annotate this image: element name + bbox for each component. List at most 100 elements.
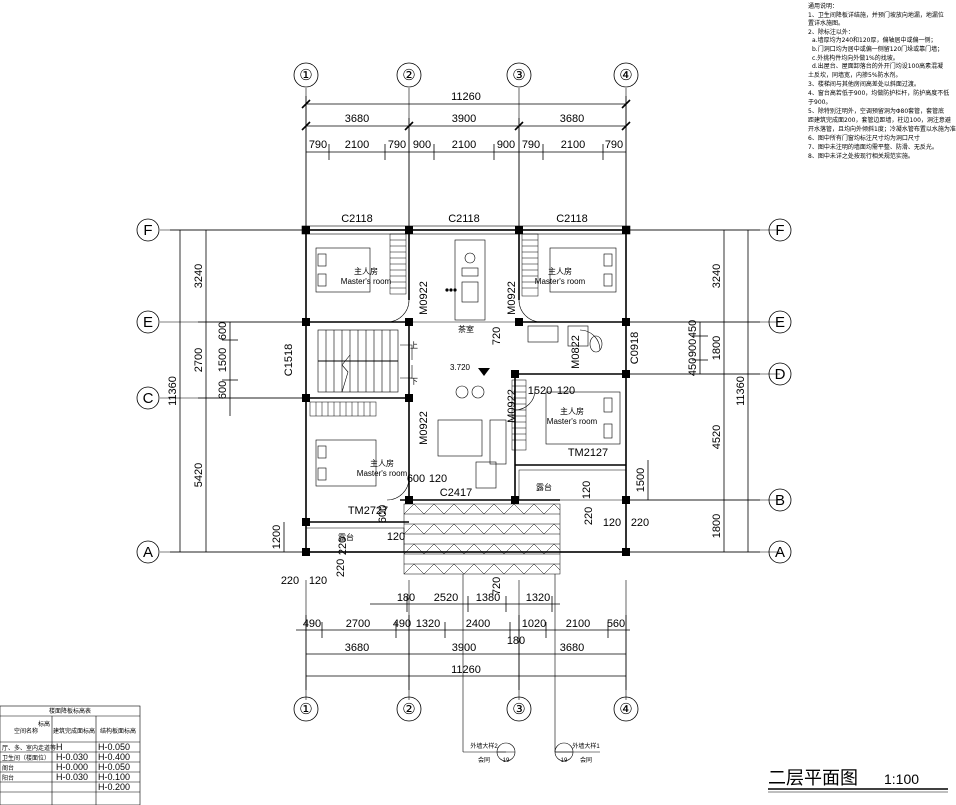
- dim-misc-2: 120: [309, 575, 327, 587]
- dim-top-detail-9: 790: [605, 139, 623, 151]
- axis-col-2-bottom: ②: [402, 701, 415, 718]
- axis-row-b-right: B: [775, 492, 785, 509]
- dim-misc-5: 720: [491, 327, 503, 345]
- plan-scale: 1:100: [884, 771, 919, 787]
- dim-misc-6: 720: [491, 577, 503, 595]
- dim-bottom-mid-1: 3680: [345, 642, 369, 654]
- table-cell: 阁台: [2, 764, 14, 772]
- notes-line: 5、除特别注明外，空调预留洞为Φ80套管，套管底: [808, 107, 944, 115]
- dim-left-outer-2: 2700: [193, 348, 205, 372]
- dim-top-detail-1: 790: [309, 139, 327, 151]
- dim-bottom-2-a: 490: [303, 618, 321, 630]
- axis-col-1-top: ①: [299, 67, 312, 84]
- axis-lines: [160, 88, 780, 700]
- table-cell: 阳台: [2, 774, 14, 782]
- notes-line: d.出屋台、屋面卸落台的外开门均设100高素混凝: [812, 62, 943, 70]
- axis-row-e-right: E: [775, 314, 785, 331]
- staircase: [317, 329, 413, 393]
- door-label-m0822: M0822: [570, 335, 582, 369]
- section-mark-num-2: 19: [503, 758, 510, 764]
- table-header: 标高: [38, 720, 50, 728]
- stair-up-label: 上: [410, 341, 418, 350]
- room-label-zh-2: 主人房: [548, 266, 572, 276]
- dim-left-small: 1200: [271, 525, 283, 549]
- dim-top-detail-5: 2100: [452, 139, 476, 151]
- section-mark-sheet-1: 会同: [580, 756, 592, 764]
- table-cell: H-0.050: [98, 762, 130, 772]
- section-mark-leaders: [462, 574, 600, 753]
- dim-misc-11: 600: [377, 505, 389, 523]
- dim-right-inner-3: 450: [687, 358, 699, 376]
- balcony-label-1: 露台: [338, 532, 354, 542]
- dim-misc-9: 1520: [528, 385, 552, 397]
- notes-line: 6、图中所有门窗均标注尺寸均为洞口尺寸: [808, 134, 920, 142]
- dim-left-inner-2: 1500: [217, 348, 229, 372]
- plan-title: 二层平面图: [768, 768, 858, 789]
- room-label-zh-3: 主人房: [370, 458, 394, 468]
- exterior-walls: [301, 225, 631, 553]
- wardrobes: [309, 233, 539, 451]
- dim-top-detail-8: 2100: [561, 139, 585, 151]
- door-label-m0922-4: M0922: [506, 389, 518, 423]
- dim-top-mid-2: 3900: [452, 113, 476, 125]
- dim-left-total: 11360: [167, 376, 179, 406]
- room-label-en-4: Master's room: [547, 417, 598, 426]
- notes-heading: 通用说明：: [808, 2, 838, 10]
- notes-line: 开水落管，且均向外倾斜1度；冷凝水管布置以水施为准。: [808, 125, 956, 133]
- table-cell: H-0.100: [98, 772, 130, 782]
- door-label-m0922-3: M0922: [418, 411, 430, 445]
- axis-row-c-left: C: [143, 390, 154, 407]
- elevation-table-grid: [0, 705, 141, 805]
- dim-top-mid-1: 3680: [345, 113, 369, 125]
- floor-level-label: 3.720: [450, 363, 471, 372]
- sliding-door-tm2727: TM2727: [348, 505, 388, 517]
- dim-misc-3: 220: [335, 559, 347, 577]
- dim-misc-7: 600: [407, 473, 425, 485]
- table-cell: H-0.030: [56, 752, 88, 762]
- table-title: 楼面降板标高表: [49, 707, 91, 715]
- dim-bottom-2-e: 2400: [466, 618, 490, 630]
- notes-line: 于900。: [808, 99, 831, 106]
- window-label-c1518: C1518: [283, 344, 295, 376]
- room-label-zh-4: 主人房: [560, 406, 584, 416]
- dim-bottom-1-c: 1380: [476, 592, 500, 604]
- section-mark-sheet-2: 会同: [478, 756, 490, 764]
- notes-line: 3、楼梯间与其他房间高差处以斜面过渡。: [808, 80, 920, 88]
- dim-right-outer-2: 1800: [711, 336, 723, 360]
- window-label-c2118-2: C2118: [448, 213, 480, 225]
- bathroom-fixtures: [527, 325, 603, 353]
- table-header: 空间名称: [14, 727, 38, 735]
- dim-misc-17: 220: [337, 537, 349, 555]
- stair-down-label: 下: [410, 377, 418, 386]
- axis-col-4-top: ④: [619, 67, 632, 84]
- dim-right-inner-2: 900: [687, 339, 699, 357]
- table-cell: H-0.400: [98, 752, 130, 762]
- dim-left-inner-3: 600: [217, 381, 229, 399]
- dim-misc-15: 220: [631, 517, 649, 529]
- dim-misc-10: 120: [557, 385, 575, 397]
- room-label-en-2: Master's room: [535, 277, 586, 286]
- dim-bottom-1-d: 1320: [526, 592, 550, 604]
- axis-row-f-left: F: [143, 222, 152, 239]
- dim-misc-16: 120: [581, 481, 593, 499]
- table-header: 结构板面标高: [100, 727, 136, 735]
- notes-line: 置详水施图。: [808, 19, 844, 27]
- elevation-table: 楼面降板标高表 空间名称 标高 建筑完成面标高 结构板面标高 厅、多、室内走道等…: [2, 707, 136, 792]
- axis-bubbles: [136, 62, 792, 722]
- table-cell: H-0.000: [56, 762, 88, 772]
- axis-row-a-right: A: [775, 544, 785, 561]
- dim-bottom-2-b: 2700: [346, 618, 370, 630]
- notes-line: a.墙厚均为240和120厚，偏轴居中或偏一侧；: [812, 36, 937, 44]
- dim-bottom-mid-3: 3680: [560, 642, 584, 654]
- balcony-tiles: [305, 469, 627, 575]
- dim-right-outer-4: 1800: [711, 514, 723, 538]
- dim-misc-1: 220: [281, 575, 299, 587]
- dim-right-outer-1: 3240: [711, 264, 723, 288]
- dim-bottom-2-c: 490: [393, 618, 411, 630]
- dim-misc-8: 120: [429, 473, 447, 485]
- table-cell: 厅、多、室内走道等: [2, 744, 56, 752]
- dim-misc-12: 120: [387, 531, 405, 543]
- dim-bottom-1-a: 180: [397, 592, 415, 604]
